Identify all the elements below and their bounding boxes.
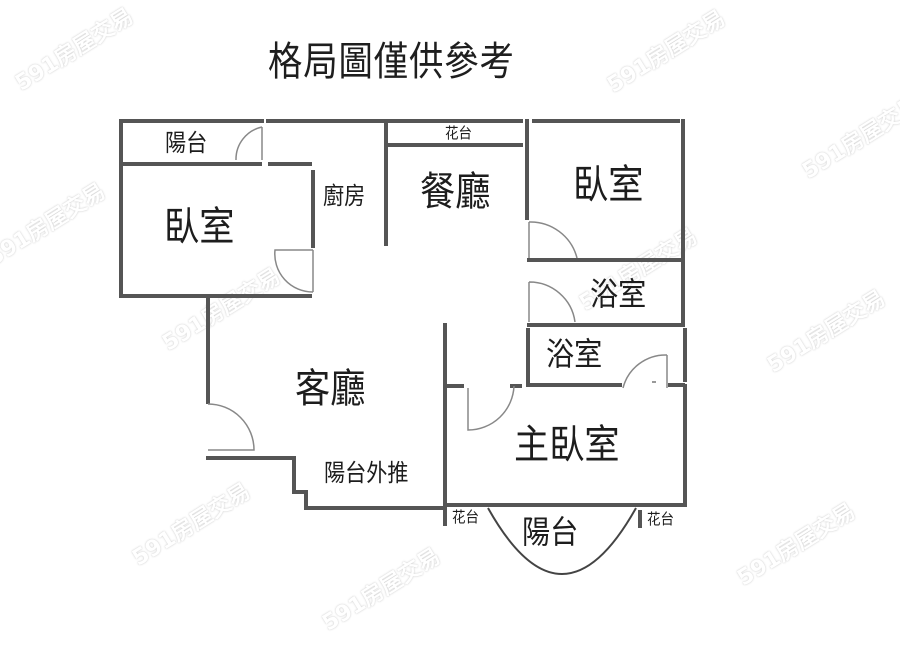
room-label-master-bedroom: 主臥室: [514, 422, 620, 468]
room-label-balcony-extension: 陽台外推: [324, 459, 409, 487]
room-label-living-room: 客廳: [295, 366, 366, 412]
doors: [207, 126, 668, 451]
page-title: 格局圖僅供參考: [268, 39, 515, 85]
room-label-planter-bottom-right: 花台: [647, 510, 675, 528]
room-label-planter-bottom-left: 花台: [452, 508, 480, 526]
room-label-bathroom-2: 浴室: [546, 335, 603, 373]
room-label-balcony-top-left: 陽台: [165, 129, 208, 157]
room-label-bedroom-right: 臥室: [573, 162, 644, 208]
room-label-dining-room: 餐廳: [420, 169, 491, 215]
balcony-arc: [487, 507, 637, 575]
room-label-kitchen: 廚房: [323, 182, 366, 210]
walls: [119, 119, 687, 528]
room-label-planter-top: 花台: [445, 124, 473, 142]
room-label-bathroom-1: 浴室: [590, 275, 647, 313]
room-label-bedroom-left: 臥室: [164, 204, 235, 250]
room-label-balcony-bottom: 陽台: [522, 513, 579, 551]
